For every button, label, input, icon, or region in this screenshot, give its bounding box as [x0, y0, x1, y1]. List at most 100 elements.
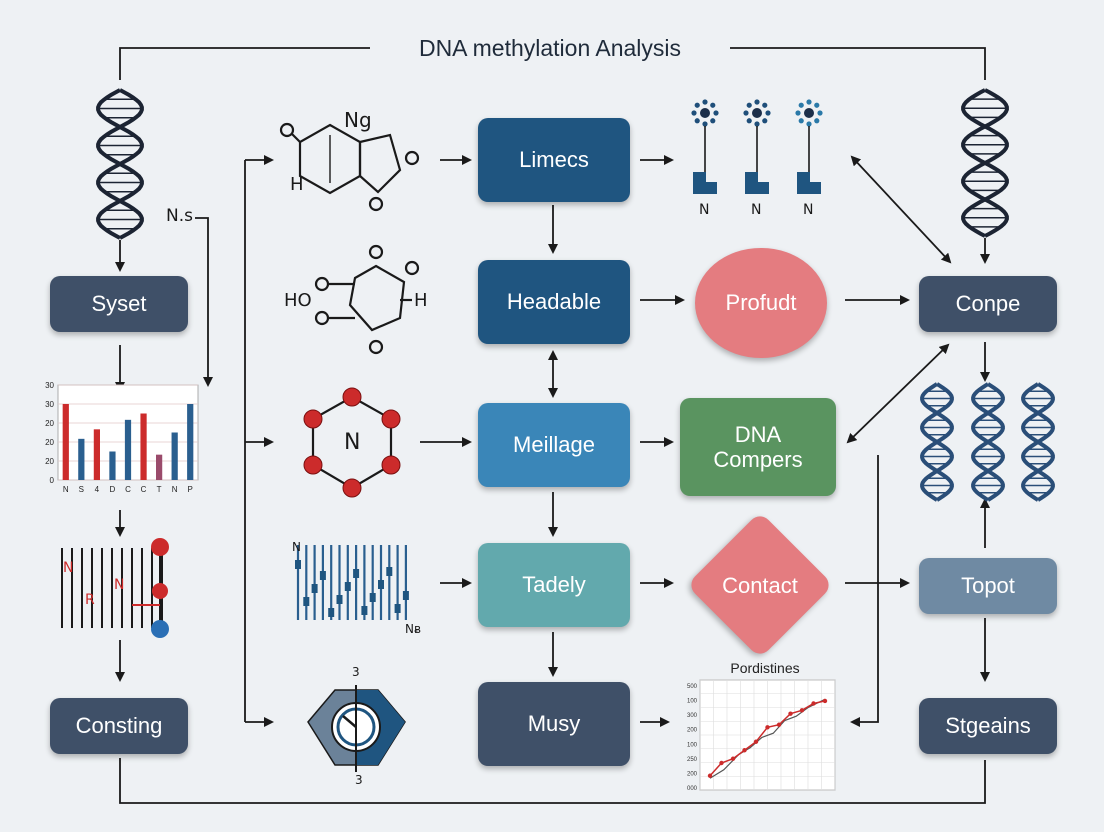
left-chart-bar: [124, 419, 132, 480]
right-chart-ytick: 200: [687, 771, 698, 777]
sequence-marker-icon: [61, 538, 169, 638]
left-chart-bar: [62, 404, 69, 480]
left-chart-xtick: P: [188, 485, 193, 494]
label-ring-n: N: [344, 430, 361, 455]
label-seq-r: R: [85, 592, 95, 608]
right-chart-point: [799, 708, 805, 713]
left-chart-bar: [187, 404, 194, 480]
label-bars-ng: Nᴃ: [405, 622, 422, 636]
methyl-pin-icons: [691, 99, 823, 194]
gauge-icon: [307, 685, 406, 772]
left-chart-xtick: 4: [95, 485, 100, 494]
label-pin-n3: N: [803, 202, 814, 218]
signal-marker: [353, 569, 360, 578]
right-chart-point: [730, 756, 736, 761]
methyl-pin-icon: [743, 99, 771, 194]
methyl-pin-icon: [795, 99, 823, 194]
left-chart-xtick: C: [125, 485, 131, 494]
left-chart-bar: [78, 438, 85, 480]
right-chart-ytick: 300: [687, 713, 698, 719]
node-tadely[interactable]: Tadely: [478, 543, 630, 627]
signal-marker: [319, 571, 326, 580]
left-chart-ytick: 30: [45, 381, 54, 390]
label-pin-n2: N: [751, 202, 762, 218]
right-chart-ytick: 100: [687, 742, 698, 748]
right-chart-point: [742, 748, 747, 753]
left-chart-bar: [171, 432, 178, 480]
label-bars-n: N: [292, 540, 301, 554]
right-chart-ytick: 250: [687, 757, 698, 763]
left-chart-bar: [156, 454, 163, 480]
label-ns: N.s: [166, 206, 193, 226]
right-chart-point: [788, 711, 793, 716]
left-chart-ytick: 20: [45, 438, 54, 447]
left-chart-xtick: C: [141, 485, 147, 494]
molecule-hexagon-icon: [279, 122, 420, 212]
right-chart-ytick: 100: [687, 699, 698, 705]
label-gauge-top: 3: [352, 665, 360, 679]
node-profudt[interactable]: Profudt: [695, 248, 827, 358]
node-syset[interactable]: Syset: [50, 276, 188, 332]
signal-marker: [369, 593, 376, 602]
signal-marker: [344, 582, 351, 591]
signal-bars-icon: [295, 545, 409, 620]
node-consting[interactable]: Consting: [50, 698, 188, 754]
dna-helix-group: [96, 88, 1055, 502]
dna-helix-small-3-icon: [1021, 382, 1055, 502]
label-seq-n1: N: [63, 560, 74, 576]
label-gauge-bottom: 3: [355, 773, 363, 787]
left-chart-ytick: 0: [50, 476, 55, 485]
right-chart-point: [719, 760, 724, 766]
label-h1: H: [290, 174, 304, 195]
signal-marker: [336, 595, 343, 604]
methyl-pin-icon: [691, 99, 719, 194]
node-conpe[interactable]: Conpe: [919, 276, 1057, 332]
left-chart-ytick: 20: [45, 419, 54, 428]
right-chart-point: [765, 725, 770, 730]
left-chart-xtick: N: [172, 485, 178, 494]
right-chart-ytick: 000: [687, 786, 698, 792]
red-marker: [151, 538, 169, 556]
right-chart-title: Pordistines: [730, 660, 800, 676]
label-h2: H: [414, 290, 428, 311]
dna-helix-left-icon: [96, 88, 144, 240]
signal-marker: [303, 597, 310, 606]
node-contact[interactable]: Contact: [722, 573, 798, 598]
dna-helix-small-1-icon: [920, 382, 954, 502]
signal-marker: [295, 560, 301, 569]
node-dna-compers[interactable]: DNA Compers: [680, 398, 836, 496]
node-topot[interactable]: Topot: [919, 558, 1057, 614]
left-chart-xtick: T: [157, 485, 162, 494]
molecule-fused-ring-icon: [314, 244, 420, 355]
blue-marker: [151, 620, 169, 638]
right-chart-point: [707, 773, 713, 778]
node-stgeains[interactable]: Stgeains: [919, 698, 1057, 754]
left-chart-ytick: 30: [45, 400, 54, 409]
node-musy[interactable]: Musy: [478, 682, 630, 766]
frame-top-left-line: [119, 47, 370, 80]
left-chart-xtick: N: [63, 485, 69, 494]
right-chart-point: [776, 722, 782, 727]
left-chart-bar: [140, 413, 147, 480]
label-seq-n2: N: [114, 577, 125, 593]
left-chart-xtick: S: [79, 485, 84, 494]
left-chart-bar: [109, 451, 116, 480]
dna-helix-small-2-icon: [971, 382, 1005, 502]
node-limecs[interactable]: Limecs: [478, 118, 630, 202]
diagram-title: DNA methylation Analysis: [370, 30, 730, 66]
dna-helix-right-icon: [961, 88, 1009, 238]
arrow-pins-conpe: [850, 155, 952, 264]
signal-marker: [361, 606, 368, 615]
label-ng: Ng: [344, 108, 372, 132]
left-chart-bar: [93, 429, 100, 480]
right-chart-ytick: 500: [687, 684, 698, 690]
signal-marker: [311, 584, 318, 593]
arrow-feedback-to-chart: [850, 455, 879, 727]
node-meillage[interactable]: Meillage: [478, 403, 630, 487]
left-chart-xtick: D: [110, 485, 116, 494]
node-headable[interactable]: Headable: [478, 260, 630, 344]
